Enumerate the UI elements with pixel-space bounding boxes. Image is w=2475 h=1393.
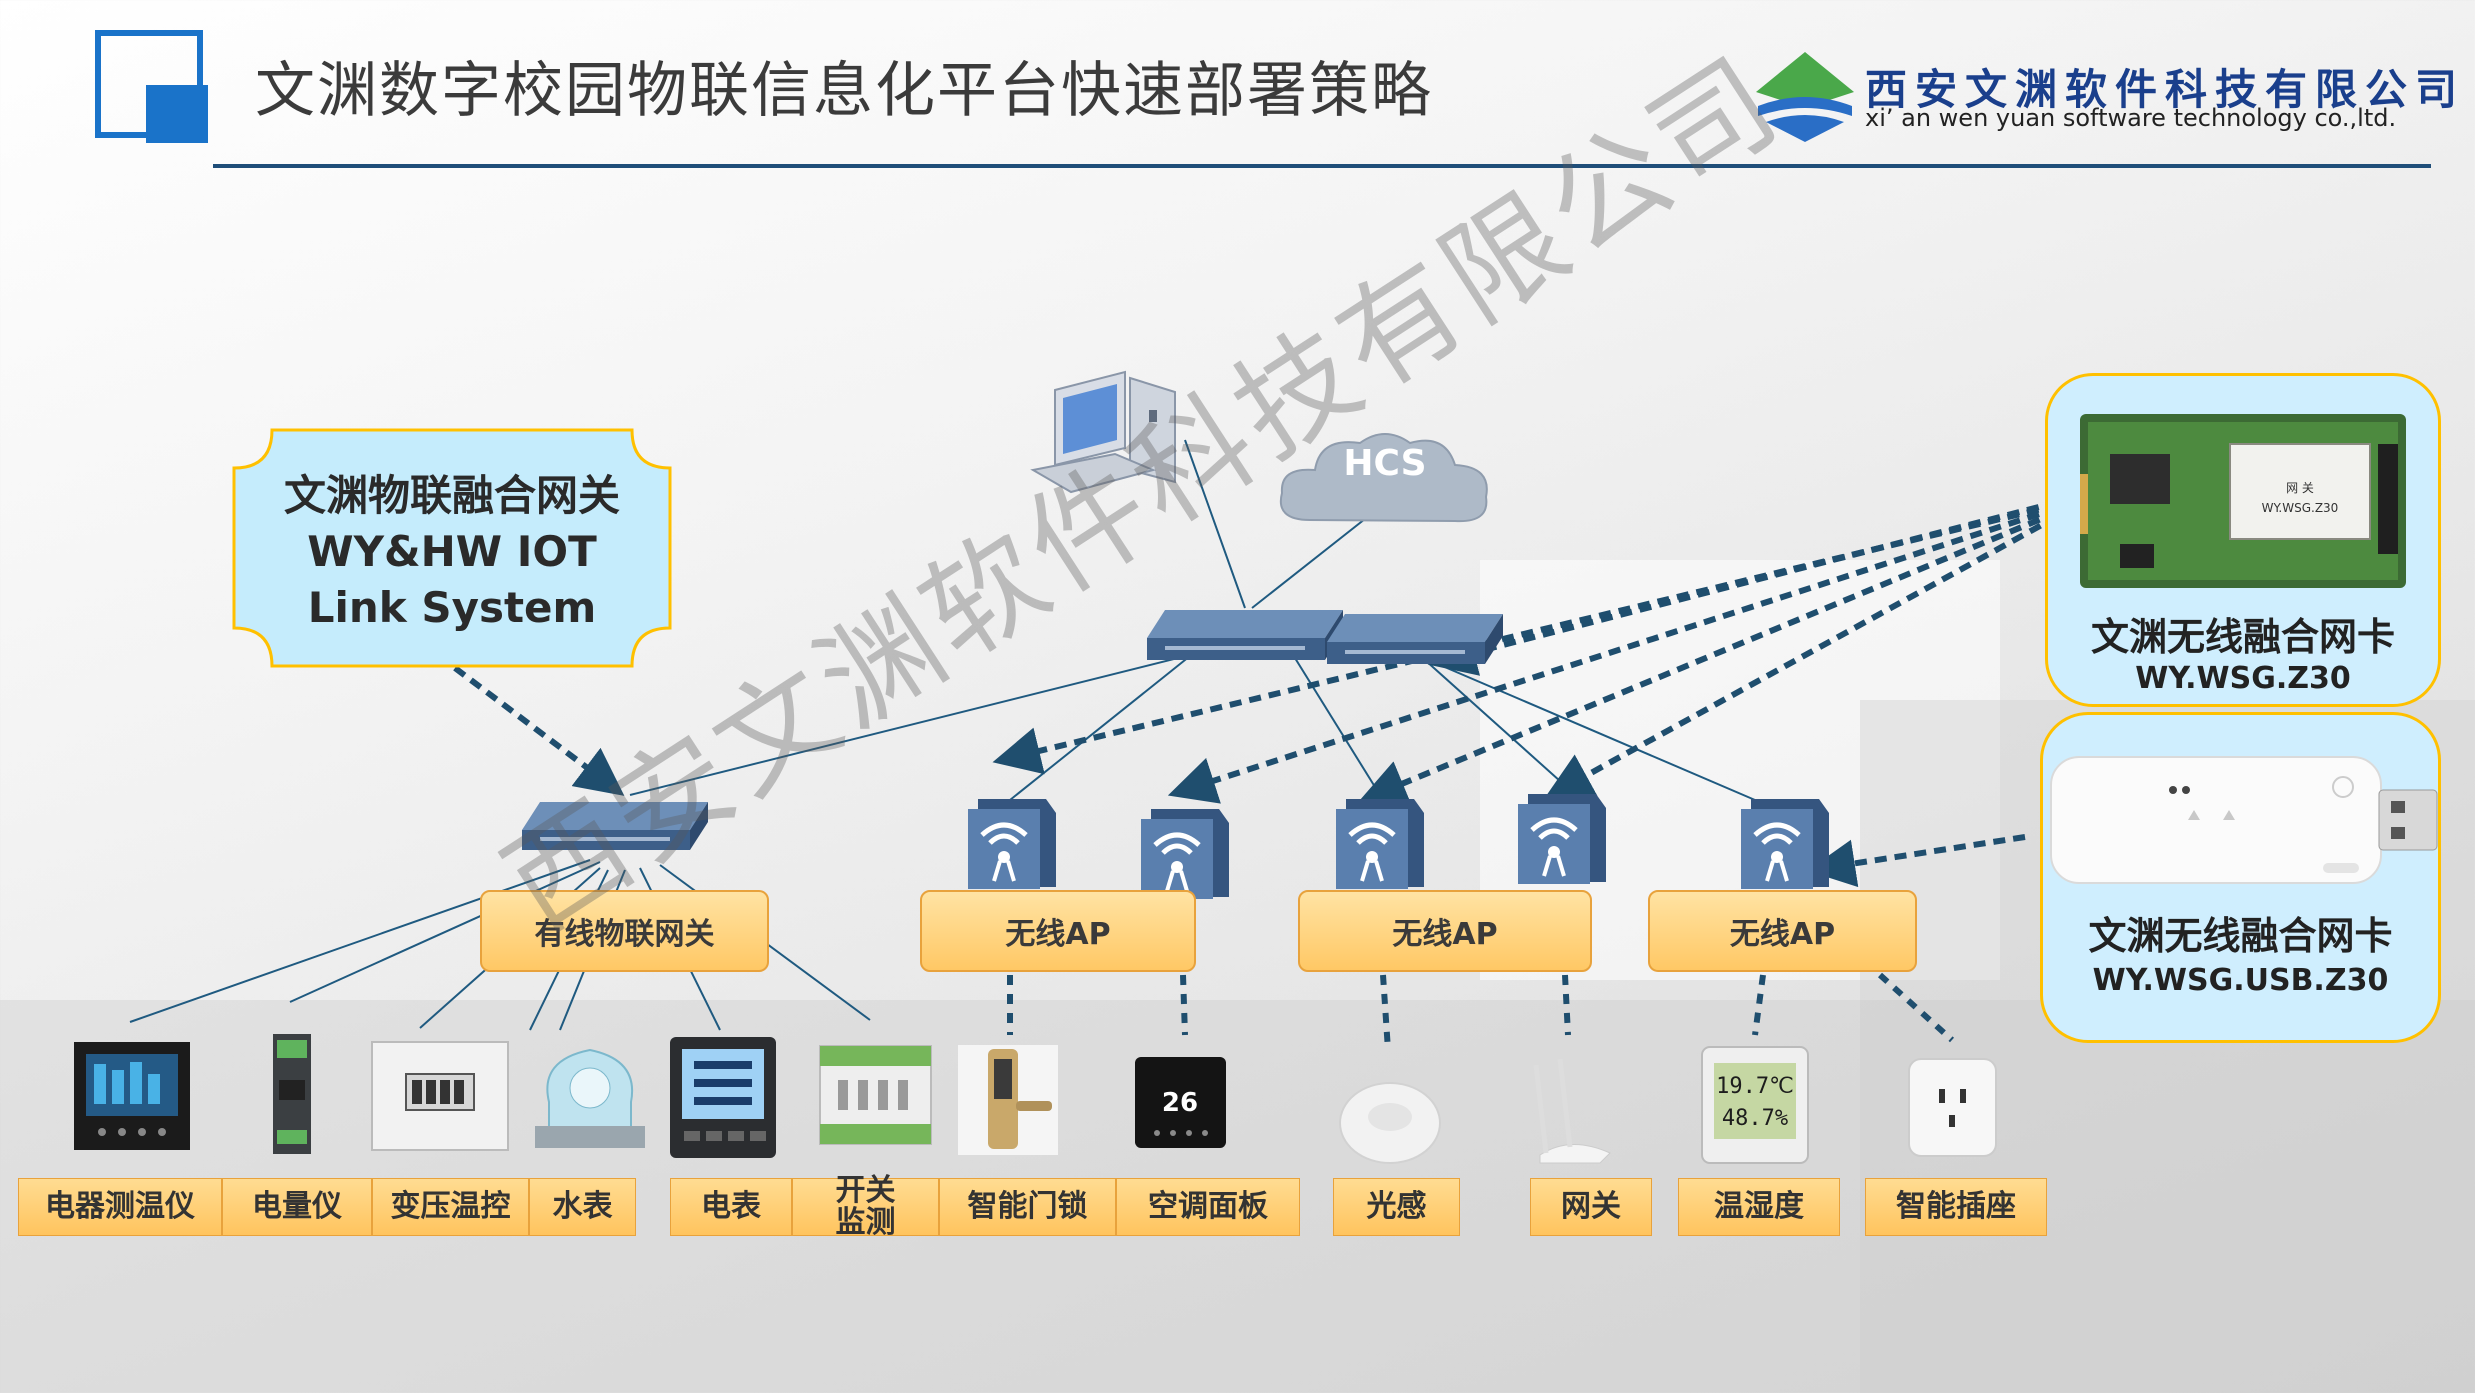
cloud-label: HCS — [1343, 443, 1427, 484]
ac-panel-device: 26 — [1135, 1057, 1226, 1148]
card2-model: WY.WSG.USB.Z30 — [2092, 963, 2389, 998]
device-label: 电量仪 — [222, 1178, 372, 1236]
ap-label-1: 无线AP — [920, 890, 1196, 972]
ap-label-3: 无线AP — [1648, 890, 1917, 972]
device-label: 空调面板 — [1116, 1178, 1300, 1236]
usb-dongle-icon — [2050, 756, 2438, 884]
electric-meter-device — [670, 1037, 776, 1158]
temperature-reading: 19.7℃ — [1716, 1074, 1794, 1099]
gateway-device — [1533, 1058, 1611, 1164]
device-label: 变压温控 — [372, 1178, 529, 1236]
device-label: 电表 — [670, 1178, 792, 1236]
switch-monitor-device — [819, 1045, 932, 1145]
ac-panel-reading: 26 — [1162, 1088, 1198, 1118]
company-name-cn: 西安文渊软件科技有限公司 — [1865, 65, 2466, 114]
header-square-icon-fill — [146, 85, 208, 143]
card1-model: WY.WSG.Z30 — [2135, 661, 2351, 696]
thermo-hygrometer-device: 19.7℃ 48.7% — [1701, 1046, 1809, 1164]
water-meter-device — [535, 1048, 645, 1148]
power-meter-device — [273, 1034, 311, 1154]
gateway-box-line1: 文渊物联融合网关 — [283, 471, 620, 520]
device-label: 温湿度 — [1678, 1178, 1840, 1236]
device-label: 智能插座 — [1865, 1178, 2047, 1236]
wireless-ap-icon — [1741, 799, 1829, 889]
device-label: 智能门锁 — [939, 1178, 1116, 1236]
gateway-box-text: 文渊物联融合网关 WY&HW IOT Link System — [232, 468, 672, 636]
circuit-board-icon: 网 关 WY.WSG.Z30 — [2080, 414, 2406, 588]
smart-lock-device — [958, 1045, 1058, 1155]
network-switch-icon — [1327, 614, 1503, 664]
smart-socket-device — [1908, 1058, 1997, 1157]
wireless-ap-icon — [1518, 794, 1606, 884]
board-text-1: 网 关 — [2286, 481, 2314, 495]
wireless-card-panel: 网 关 WY.WSG.Z30 文渊无线融合网卡 WY.WSG.Z30 — [2045, 373, 2441, 707]
temperature-meter-device — [74, 1042, 190, 1150]
device-label: 网关 — [1530, 1178, 1652, 1236]
device-label: 光感 — [1333, 1178, 1460, 1236]
light-sensor-device — [1339, 1082, 1441, 1164]
device-label: 水表 — [529, 1178, 636, 1236]
card2-title: 文渊无线融合网卡 — [2088, 914, 2393, 958]
page-title: 文渊数字校园物联信息化平台快速部署策略 — [255, 56, 1433, 126]
ap-label-2: 无线AP — [1298, 890, 1592, 972]
network-switch-icon — [1147, 610, 1343, 660]
gateway-box-line2: WY&HW IOT — [307, 527, 597, 576]
wireless-ap-icon — [1336, 799, 1424, 889]
company-name-en: xi’ an wen yuan software technology co.,… — [1865, 104, 2397, 132]
board-text-2: WY.WSG.Z30 — [2262, 501, 2339, 515]
wired-gateway-switch-icon — [522, 802, 708, 850]
transformer-temperature-controller-device — [371, 1041, 509, 1151]
wireless-ap-icon — [1141, 809, 1229, 899]
gateway-box-shape — [232, 428, 672, 668]
device-label: 电器测温仪 — [18, 1178, 222, 1236]
wireless-ap-icon — [968, 799, 1056, 889]
company-logo-icon — [1756, 52, 1854, 142]
card1-title: 文渊无线融合网卡 — [2090, 615, 2395, 659]
computer-icon — [1030, 370, 1176, 494]
cloud-icon — [1279, 433, 1488, 523]
header-divider — [213, 164, 2431, 168]
gateway-box-line3: Link System — [307, 583, 597, 632]
wired-gateway-label: 有线物联网关 — [480, 890, 769, 972]
humidity-reading: 48.7% — [1722, 1106, 1788, 1131]
device-label: 开关 监测 — [792, 1175, 939, 1239]
usb-card-panel: 文渊无线融合网卡 WY.WSG.USB.Z30 — [2040, 712, 2441, 1043]
